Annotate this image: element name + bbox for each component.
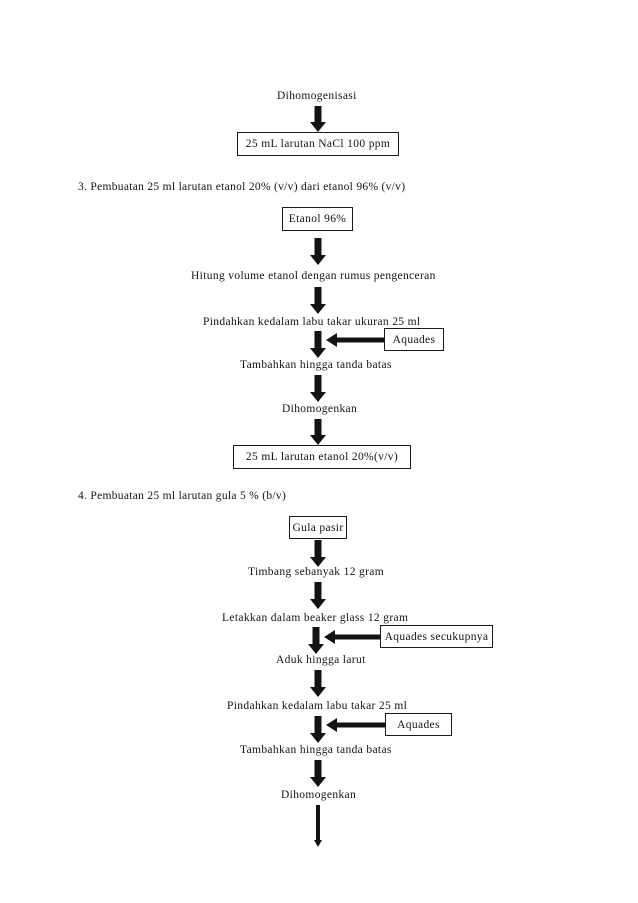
arrow-down-icon xyxy=(310,287,326,314)
arrow-down-icon xyxy=(310,716,326,743)
box-aquades-2: Aquades xyxy=(385,713,452,736)
box-aquades-2-label: Aquades xyxy=(397,718,440,731)
step-label-dihomogenkan-1: Dihomogenkan xyxy=(282,403,358,415)
step-label-timbang: Timbang sebanyak 12 gram xyxy=(248,566,385,578)
step-label-hitung-volume: Hitung volume etanol dengan rumus pengen… xyxy=(191,270,436,282)
arrow-down-icon xyxy=(308,627,324,654)
box-gula-pasir-label: Gula pasir xyxy=(292,521,344,534)
box-aquades-1: Aquades xyxy=(384,328,444,351)
step-label-pindahkan-labu-2: Pindahkan kedalam labu takar 25 ml xyxy=(227,700,408,712)
box-aquades-secukupnya: Aquades secukupnya xyxy=(380,625,493,648)
box-etanol-result-label: 25 mL larutan etanol 20%(v/v) xyxy=(245,451,399,463)
arrow-down-icon xyxy=(310,419,326,445)
step-label-letakkan-beaker: Letakkan dalam beaker glass 12 gram xyxy=(222,612,409,624)
arrow-left-icon xyxy=(324,629,380,644)
box-etanol-96: Etanol 96% xyxy=(282,207,353,231)
box-nacl-result-label: 25 mL larutan NaCl 100 ppm xyxy=(245,138,391,150)
step-label-aduk-larut: Aduk hingga larut xyxy=(276,654,366,666)
section-heading-3: 3. Pembuatan 25 ml larutan etanol 20% (v… xyxy=(78,181,406,193)
box-etanol-96-label: Etanol 96% xyxy=(288,213,347,225)
step-label-tambahkan-batas-2: Tambahkan hingga tanda batas xyxy=(240,744,392,756)
arrow-down-icon xyxy=(312,805,324,847)
arrow-down-icon xyxy=(310,540,326,567)
step-label-dihomogenisasi: Dihomogenisasi xyxy=(277,90,357,102)
step-label-pindahkan-labu-1: Pindahkan kedalam labu takar ukuran 25 m… xyxy=(203,316,421,328)
box-gula-pasir: Gula pasir xyxy=(289,516,347,539)
arrow-down-icon xyxy=(310,375,326,402)
arrow-down-icon xyxy=(310,582,326,609)
step-label-tambahkan-batas-1: Tambahkan hingga tanda batas xyxy=(240,359,392,371)
section-heading-4: 4. Pembuatan 25 ml larutan gula 5 % (b/v… xyxy=(78,490,287,502)
arrow-down-icon xyxy=(310,106,326,132)
arrow-left-icon xyxy=(326,717,385,732)
arrow-left-icon xyxy=(326,332,384,347)
step-label-dihomogenkan-2: Dihomogenkan xyxy=(281,789,357,801)
arrow-down-icon xyxy=(310,238,326,265)
box-etanol-result: 25 mL larutan etanol 20%(v/v) xyxy=(233,445,411,469)
arrow-down-icon xyxy=(310,670,326,697)
arrow-down-icon xyxy=(310,331,326,358)
box-aquades-1-label: Aquades xyxy=(392,333,436,346)
box-nacl-result: 25 mL larutan NaCl 100 ppm xyxy=(237,132,399,156)
box-aquades-secukupnya-label: Aquades secukupnya xyxy=(384,630,489,643)
arrow-down-icon xyxy=(310,760,326,787)
